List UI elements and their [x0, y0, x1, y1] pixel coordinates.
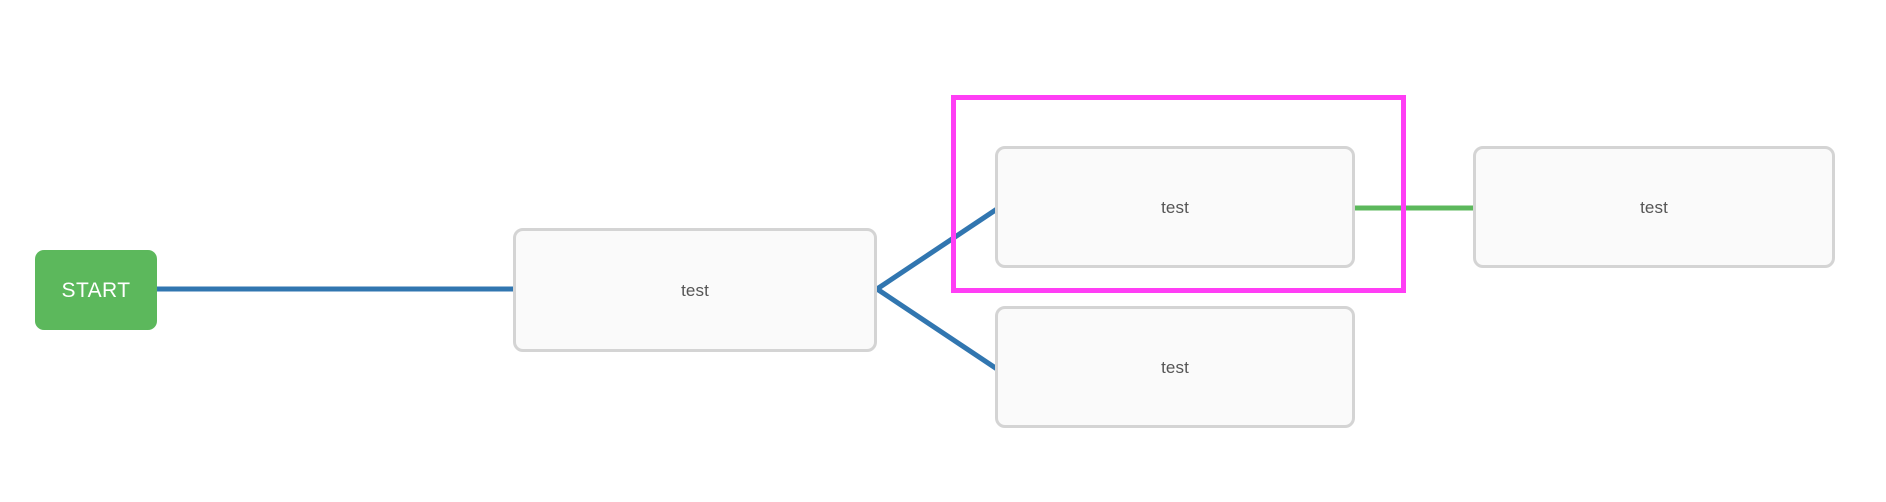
node-task-1[interactable]: test: [513, 228, 877, 352]
node-task-4-label: test: [1640, 197, 1668, 217]
node-task-2-label: test: [1161, 197, 1189, 217]
node-task-3[interactable]: test: [995, 306, 1355, 428]
node-task-1-label: test: [681, 280, 709, 300]
node-task-2[interactable]: test: [995, 146, 1355, 268]
node-task-4[interactable]: test: [1473, 146, 1835, 268]
node-task-3-label: test: [1161, 357, 1189, 377]
node-start[interactable]: START: [35, 250, 157, 330]
edge-node-1-to-node-3: [875, 286, 999, 372]
node-start-label: START: [61, 278, 131, 302]
edge-node-1-to-node-2: [875, 206, 999, 292]
